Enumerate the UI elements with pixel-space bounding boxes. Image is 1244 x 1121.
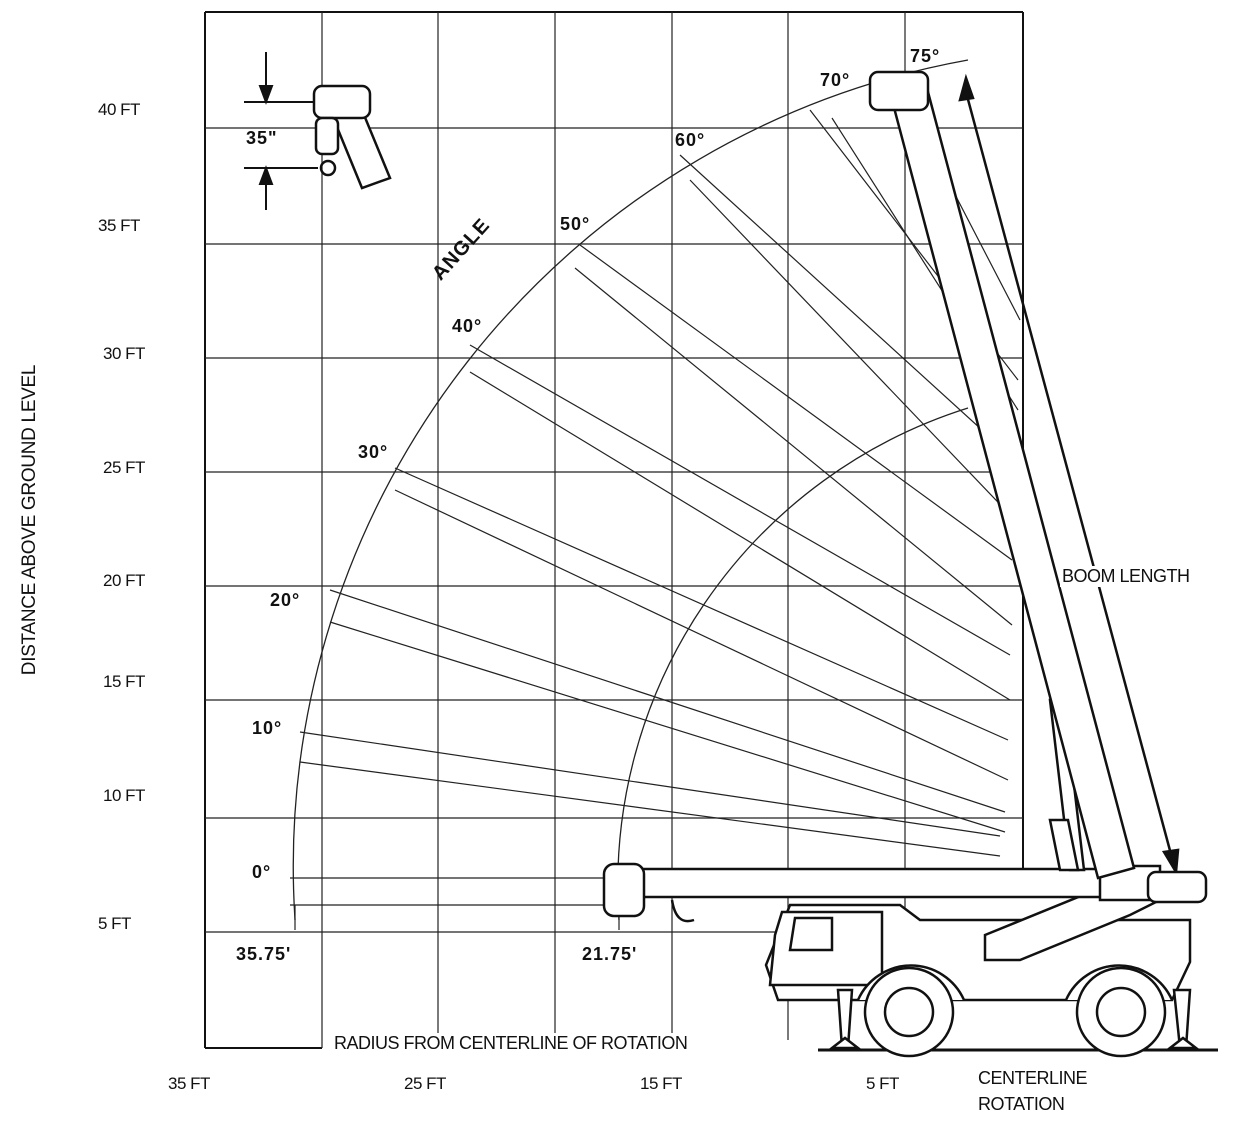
y-tick-25: 25 FT <box>103 458 145 477</box>
hook-block-icon <box>312 84 392 190</box>
angle-line <box>394 467 1009 741</box>
boom-length-label: BOOM LENGTH <box>1060 566 1192 587</box>
y-tick-10: 10 FT <box>103 786 145 805</box>
radius-label-inner: 21.75' <box>582 944 638 964</box>
radius-arcs <box>292 59 969 921</box>
angle-lines <box>290 97 1021 906</box>
outer-radius-arc <box>292 59 969 921</box>
angle-line <box>469 344 1011 656</box>
y-tick-5: 5 FT <box>98 914 131 933</box>
y-tick-40: 40 FT <box>98 100 140 119</box>
angle-line <box>469 371 1011 701</box>
angle-label-60: 60° <box>675 130 706 150</box>
angle-line <box>299 731 1001 837</box>
x-tick-25: 25 FT <box>404 1074 446 1093</box>
centerline-label-line1: CENTERLINE <box>978 1068 1088 1088</box>
hook-dimension-label: 35" <box>246 128 278 148</box>
centerline-label-line2: ROTATION <box>978 1094 1065 1114</box>
angle-line <box>299 761 1001 857</box>
angle-line <box>394 489 1009 781</box>
angle-line <box>329 589 1006 813</box>
y-tick-15: 15 FT <box>103 672 145 691</box>
crane-vehicle-icon <box>602 70 1218 1058</box>
angle-label-30: 30° <box>358 442 389 462</box>
y-tick-30: 30 FT <box>103 344 145 363</box>
inner-radius-arc <box>617 407 969 921</box>
radius-markers <box>294 905 620 930</box>
angle-label-10: 10° <box>252 718 283 738</box>
x-axis-title: RADIUS FROM CENTERLINE OF ROTATION <box>330 1033 692 1054</box>
hook-dimension-indicator <box>244 52 318 210</box>
angle-label-0: 0° <box>252 862 272 882</box>
angle-line <box>679 154 1016 461</box>
x-tick-15: 15 FT <box>640 1074 682 1093</box>
y-tick-35: 35 FT <box>98 216 140 235</box>
angle-label-50: 50° <box>560 214 591 234</box>
radius-label-outer: 35.75' <box>236 944 292 964</box>
angle-label-75: 75° <box>910 46 941 66</box>
angle-label-70: 70° <box>820 70 851 90</box>
y-axis-title: DISTANCE ABOVE GROUND LEVEL <box>19 364 40 676</box>
y-tick-20: 20 FT <box>103 571 145 590</box>
angle-label-40: 40° <box>452 316 483 336</box>
angle-label-20: 20° <box>270 590 301 610</box>
x-tick-5: 5 FT <box>866 1074 899 1093</box>
angle-line <box>329 621 1006 833</box>
angle-line <box>574 267 1013 626</box>
boom-length-arrow <box>958 73 1180 876</box>
angle-line <box>579 244 1013 561</box>
x-tick-35: 35 FT <box>168 1074 210 1093</box>
angle-line <box>689 179 1016 521</box>
